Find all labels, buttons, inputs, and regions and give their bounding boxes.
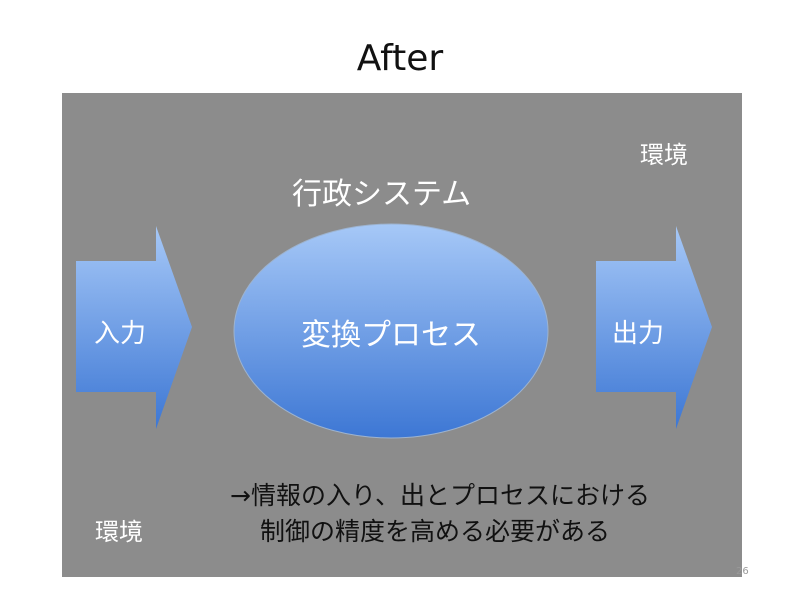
- environment-label-top: 環境: [640, 141, 688, 169]
- environment-label-bottom: 環境: [95, 518, 143, 546]
- input-label: 入力: [94, 319, 147, 349]
- note-line-1: →情報の入り、出とプロセスにおける: [230, 481, 650, 510]
- input-arrow: 入力: [76, 226, 192, 429]
- output-label: 出力: [612, 319, 665, 349]
- process-label: 変換プロセス: [301, 318, 481, 353]
- note-line-2: 制御の精度を高める必要がある: [260, 517, 611, 546]
- environment-panel: 環境 行政システム 入力 変換プロセス: [62, 93, 742, 577]
- page-number: 26: [736, 566, 749, 577]
- conversion-process-ellipse: 変換プロセス: [232, 222, 550, 440]
- conclusion-note: →情報の入り、出とプロセスにおける 制御の精度を高める必要がある: [230, 478, 650, 550]
- system-title: 行政システム: [292, 177, 472, 212]
- slide-title: After: [356, 38, 444, 79]
- output-arrow: 出力: [596, 226, 712, 429]
